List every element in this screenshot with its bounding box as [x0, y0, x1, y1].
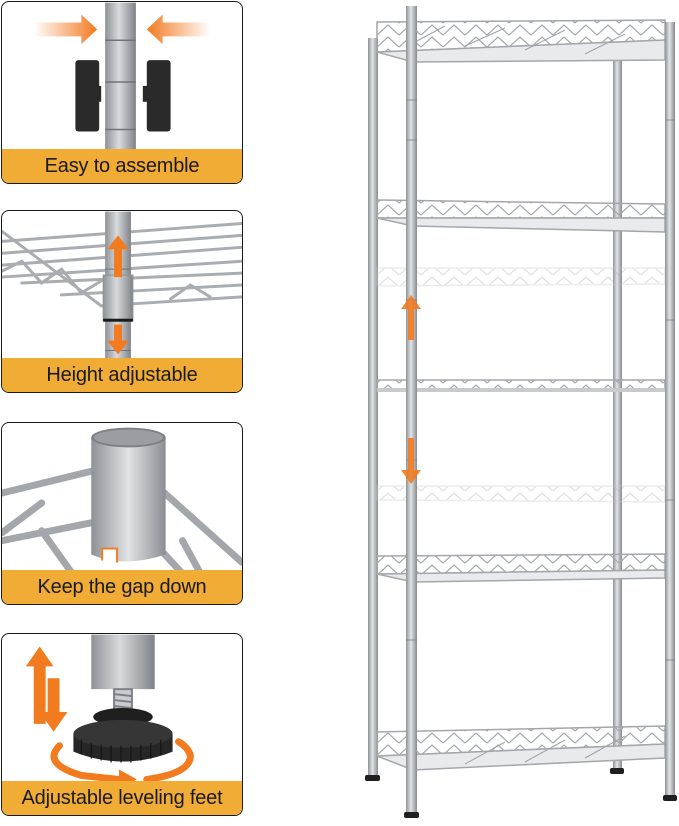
feature-panel-leveling-feet: Adjustable leveling feet: [1, 633, 243, 816]
leveling-foot-icon: [25, 634, 194, 782]
shelf-tier-2: [376, 199, 666, 233]
up-down-arrow-icon: [25, 646, 68, 732]
ghost-shelf-lower: [376, 485, 666, 503]
product-shelf-image: [355, 0, 679, 821]
ghost-shelf-upper: [376, 267, 666, 287]
up-down-arrow-icon: [107, 235, 129, 355]
wire-shelf-closeup-icon: [2, 211, 242, 359]
feature-caption: Keep the gap down: [2, 570, 242, 604]
leveling-feet: [365, 768, 677, 818]
pole-clip-arrows-icon: [33, 2, 211, 150]
shelf-tier-3: [376, 379, 666, 392]
feature-caption: Adjustable leveling feet: [2, 781, 242, 815]
shelf-tier-1: [376, 19, 666, 63]
feature-caption: Height adjustable: [2, 358, 242, 392]
feature-panel-easy-assemble: Easy to assemble: [1, 1, 243, 184]
shelf-tier-5: [376, 725, 666, 771]
shelf-tier-4: [376, 553, 666, 583]
feature-caption: Easy to assemble: [2, 149, 242, 183]
sleeve-gap-icon: [2, 427, 242, 571]
shelf-adjust-arrows-icon: [401, 295, 421, 484]
wire-shelf-unit-icon: [365, 6, 677, 818]
rotate-arrow-icon: [50, 738, 194, 782]
feature-panel-height-adjustable: Height adjustable: [1, 210, 243, 393]
feature-panel-keep-gap-down: Keep the gap down: [1, 422, 243, 605]
